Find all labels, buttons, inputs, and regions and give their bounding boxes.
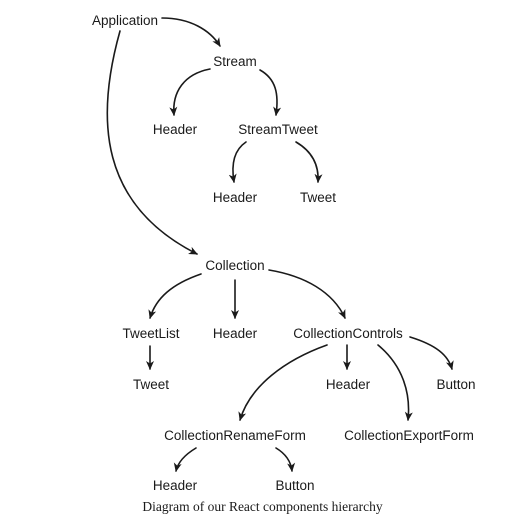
edge-application-stream [161, 17, 221, 47]
node-collection: Collection [205, 258, 264, 273]
node-renameform-button: Button [275, 478, 314, 493]
node-tweetlist: TweetList [122, 326, 179, 341]
node-collectionexportform: CollectionExportForm [344, 428, 474, 443]
edge-renameform-header [173, 447, 197, 472]
edge-collectioncontrols-button [409, 336, 454, 370]
node-collectioncontrols: CollectionControls [293, 326, 403, 341]
edges [106, 17, 454, 472]
node-collection-header: Header [213, 326, 258, 341]
edge-renameform-button [275, 447, 296, 472]
edge-stream-header [169, 68, 211, 116]
edge-collection-collectioncontrols [268, 269, 346, 319]
node-streamtweet: StreamTweet [238, 122, 318, 137]
node-streamtweet-header: Header [213, 190, 258, 205]
edge-stream-streamtweet [259, 69, 282, 116]
nodes: Application Stream Header StreamTweet He… [92, 13, 476, 493]
node-collectioncontrols-button: Button [436, 377, 475, 392]
edge-streamtweet-header [228, 141, 247, 183]
node-collectioncontrols-header: Header [326, 377, 371, 392]
edge-application-collection [106, 30, 198, 255]
diagram-caption: Diagram of our React components hierarch… [142, 499, 383, 514]
node-application: Application [92, 13, 158, 28]
edge-collectioncontrols-exportform [377, 344, 413, 421]
edge-collection-tweetlist [148, 273, 202, 319]
node-tweetlist-tweet: Tweet [133, 377, 169, 392]
edge-streamtweet-tweet [295, 141, 323, 183]
node-collectionrenameform: CollectionRenameForm [164, 428, 306, 443]
edge-collectioncontrols-renameform [238, 344, 328, 421]
node-renameform-header: Header [153, 478, 198, 493]
node-streamtweet-tweet: Tweet [300, 190, 336, 205]
node-stream-header: Header [153, 122, 198, 137]
node-stream: Stream [213, 54, 257, 69]
